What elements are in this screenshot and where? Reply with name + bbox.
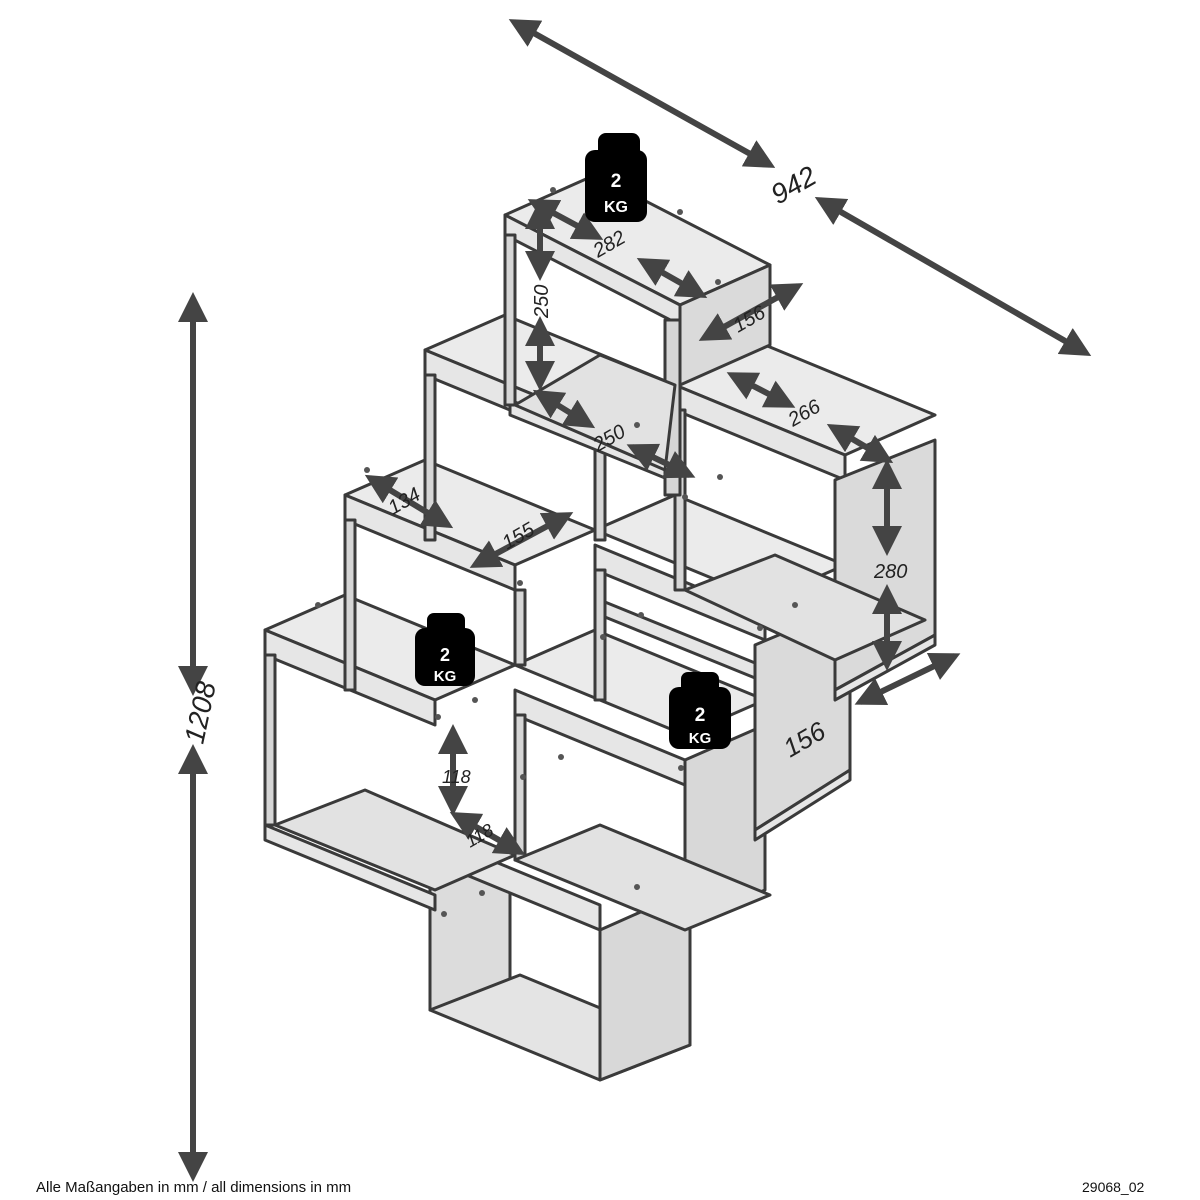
label-280: 280 bbox=[873, 561, 907, 583]
label-1208: 1208 bbox=[179, 678, 222, 746]
arrow-134 bbox=[364, 474, 454, 529]
arrow-250-inner-a bbox=[532, 389, 596, 429]
weight-right-unit: KG bbox=[689, 730, 712, 747]
label-250-vertical: 250 bbox=[531, 285, 553, 319]
arrow-156-top bbox=[698, 283, 804, 341]
weight-top-value: 2 bbox=[611, 171, 622, 192]
screw-holes bbox=[315, 187, 798, 917]
dimension-arrows bbox=[178, 19, 1092, 1182]
weight-top: 2 KG bbox=[585, 133, 647, 222]
label-118-vertical: 118 bbox=[442, 767, 471, 787]
arrow-282b bbox=[636, 258, 708, 298]
arrow-266a bbox=[726, 372, 796, 408]
footer-article-code: 29068_02 bbox=[1082, 1179, 1145, 1195]
cube-lower-left bbox=[263, 593, 517, 912]
footer-dimensions-note: Alle Maßangaben in mm / all dimensions i… bbox=[36, 1179, 352, 1196]
arrow-250-inner-b bbox=[626, 443, 696, 479]
weight-top-unit: KG bbox=[604, 199, 628, 216]
arrow-942b bbox=[814, 197, 1092, 356]
arrow-266b bbox=[826, 423, 894, 464]
arrow-118-horizontal bbox=[449, 812, 526, 855]
arrow-155 bbox=[469, 512, 574, 568]
arrow-156-right bbox=[854, 652, 961, 706]
weight-left-unit: KG bbox=[434, 668, 457, 685]
arrow-942 bbox=[508, 19, 776, 168]
weight-left-value: 2 bbox=[440, 645, 450, 665]
weight-left: 2 KG bbox=[415, 613, 475, 686]
cube-lower-right bbox=[513, 598, 772, 932]
weight-right-value: 2 bbox=[695, 705, 706, 726]
shelf-unit bbox=[263, 173, 937, 1082]
label-942: 942 bbox=[766, 160, 822, 210]
weight-right: 2 KG bbox=[669, 672, 731, 749]
